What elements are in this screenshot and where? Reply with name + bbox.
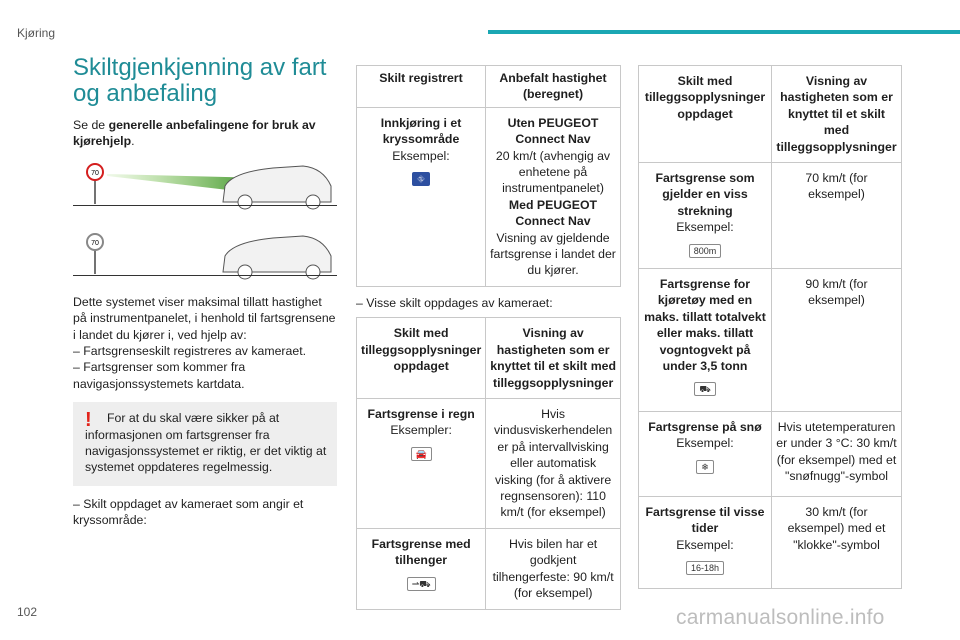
table-row: Fartsgrense til visse tider Eksempel: 16… xyxy=(638,496,902,590)
rain-car-icon: 🚘 xyxy=(410,446,432,461)
column-2: Skilt registrert Anbefalt hastighet (ber… xyxy=(355,65,621,610)
table-row: Fartsgrense for kjøretøy med en maks. ti… xyxy=(638,268,902,413)
trailer-icon: ⇀⛟ xyxy=(406,576,436,591)
junction-sign-icon: ⛗ xyxy=(412,172,430,187)
cell-title: Uten PEUGEOT Connect Nav xyxy=(507,115,599,147)
cell-text: Visning av gjeldende fartsgrense i lande… xyxy=(490,230,616,278)
table-row: Fartsgrense med tilhenger ⇀⛟ Hvis bilen … xyxy=(355,527,621,610)
table-additional-1: Skilt med tilleggsopplysninger oppdaget … xyxy=(355,317,621,610)
bullet-some-signs: – Visse skilt oppdages av kameraet: xyxy=(356,295,553,310)
truck-icon: ⛟ xyxy=(694,382,716,397)
table-additional-2: Skilt med tilleggsopplysninger oppdaget … xyxy=(638,64,902,590)
table-row: Innkjøring i et kryssområde Eksempel: ⛗ … xyxy=(356,106,621,287)
snowflake-icon: ❄ xyxy=(696,459,714,474)
section-header: Kjøring xyxy=(17,26,56,40)
intro-link: generelle anbefalingene for bruk av kjør… xyxy=(73,118,316,149)
speed-sign-text-2: 70 xyxy=(91,240,99,247)
clock-icon: 16-18h xyxy=(685,561,725,576)
table-row: Fartsgrense som gjelder en viss streknin… xyxy=(638,162,902,270)
table-header: Skilt med tilleggsopplysninger oppdaget xyxy=(638,64,772,164)
warning-text: For at du skal være sikker på at informa… xyxy=(85,411,327,475)
camera-illustration-1: 70 xyxy=(73,156,337,212)
cell-title: Med PEUGEOT Connect Nav xyxy=(508,197,598,229)
cell-title: Innkjøring i et kryssområde xyxy=(380,115,462,147)
table-header: Visning av hastigheten som er knyttet ti… xyxy=(485,317,621,399)
warning-icon: ! xyxy=(85,409,92,432)
column-3: Skilt med tilleggsopplysninger oppdaget … xyxy=(638,64,902,590)
table-header: Visning av hastigheten som er knyttet ti… xyxy=(771,64,902,164)
bullet-junction: – Skilt oppdaget av kameraet som angir e… xyxy=(73,496,304,528)
camera-illustration-2: 70 xyxy=(73,226,337,282)
table-header: Anbefalt hastighet (beregnet) xyxy=(485,65,621,108)
table-junction: Skilt registrert Anbefalt hastighet (ber… xyxy=(356,65,621,287)
car-with-sign-graphic: 70 xyxy=(86,162,332,210)
car-with-sign-graphic-2: 70 xyxy=(86,232,332,280)
bullet-camera: – Fartsgrenseskilt registreres av kamera… xyxy=(73,344,307,359)
column-1: Skiltgjenkjenning av fart og anbefaling … xyxy=(73,55,337,529)
intro-text: Se de generelle anbefalingene for bruk a… xyxy=(73,118,316,149)
table-header: Skilt med tilleggsopplysninger oppdaget xyxy=(355,317,487,399)
table-header: Skilt registrert xyxy=(356,65,486,108)
watermark: carmanualsonline.info xyxy=(676,606,885,629)
bullet-navigation: – Fartsgrenser som kommer fra navigasjon… xyxy=(73,360,246,391)
page-number: 102 xyxy=(17,605,38,619)
warning-box: ! For at du skal være sikker på at infor… xyxy=(73,402,337,486)
cell-text: 20 km/t (avhengig av enhetene på instrum… xyxy=(495,148,611,196)
speed-sign-text: 70 xyxy=(91,170,99,177)
table-row: Fartsgrense i regn Eksempler: 🚘 Hvis vin… xyxy=(355,397,621,529)
distance-icon: 800m xyxy=(688,243,722,258)
table-row: Fartsgrense på snø Eksempel: ❄ Hvis utet… xyxy=(638,411,902,498)
cell-example: Eksempel: xyxy=(392,148,450,163)
body-text: Dette systemet viser maksimal tillatt ha… xyxy=(73,294,336,342)
page-title: Skiltgjenkjenning av fart og anbefaling xyxy=(73,54,327,107)
accent-bar xyxy=(488,30,960,34)
